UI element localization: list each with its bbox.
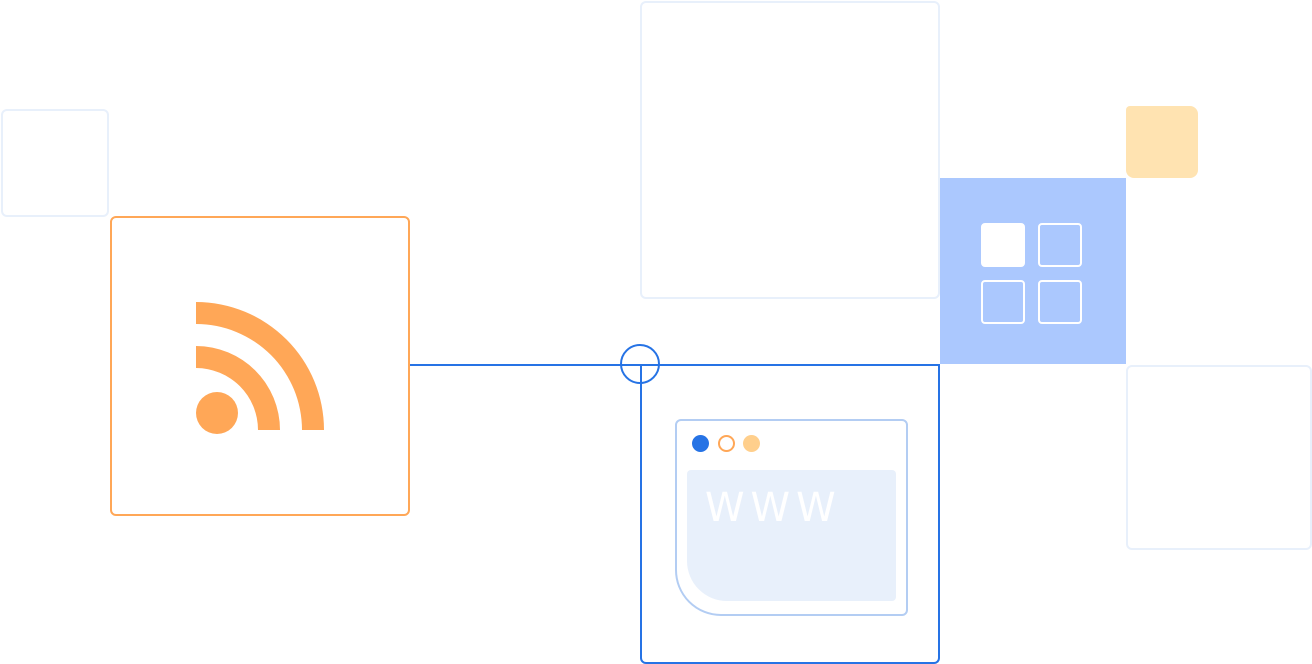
browser-dot-blue [692,435,709,452]
connector-line [410,364,940,366]
app-grid-cell [1038,223,1082,267]
app-grid-cell [1038,280,1082,324]
decorative-outline-box-left [1,109,109,217]
browser-content-area: WWW [687,470,896,601]
www-label: WWW [705,485,842,531]
browser-dot-light [743,435,760,452]
rss-feed-card [110,216,410,516]
connector-node-circle [620,344,660,384]
decorative-outline-box-right [1126,365,1312,550]
rss-inner-arc [196,346,280,430]
app-grid-cell [981,280,1025,324]
decorative-orange-tile [1126,106,1198,178]
browser-window-icon: WWW [675,419,908,616]
rss-feed-icon [196,302,324,434]
app-grid-cell-filled [981,223,1025,267]
browser-dot-outlined [718,435,735,452]
browser-card: WWW [640,364,940,664]
rss-outer-arc [196,302,324,430]
decorative-outline-box-top [640,1,940,299]
app-grid-tile [940,178,1126,364]
rss-dot [196,392,238,434]
